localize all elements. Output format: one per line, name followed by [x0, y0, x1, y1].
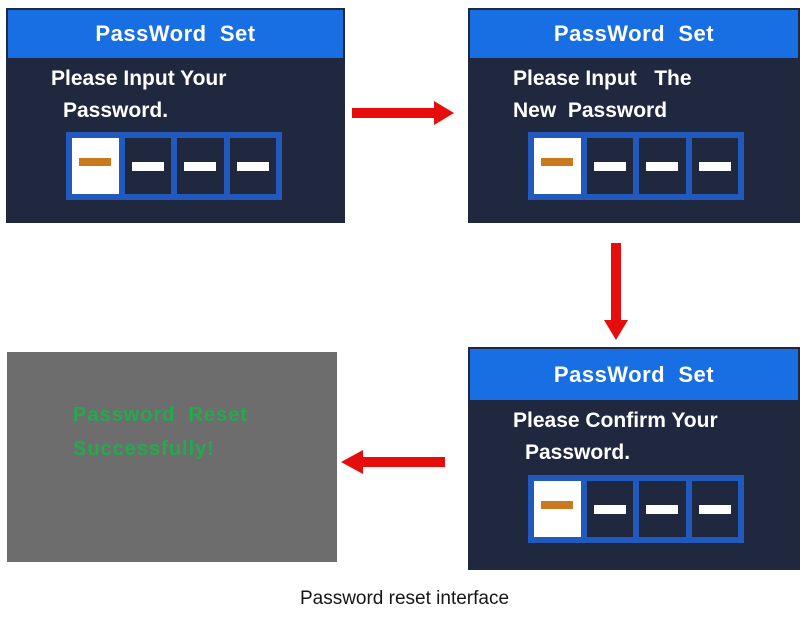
prompt-line-1: Please Input The: [513, 67, 692, 90]
prompt-line-2: Password.: [525, 441, 631, 464]
password-boxes: [528, 132, 744, 200]
screen-input-new-password: PassWord Set Please Input The New Passwo…: [468, 8, 800, 223]
password-cell-active: [531, 478, 584, 540]
cursor-dash-icon: [541, 501, 574, 509]
flow-arrow-left-icon: [341, 450, 445, 474]
password-cell: [583, 478, 636, 540]
success-message-line-2: Successfully!: [73, 438, 215, 460]
dash-icon: [593, 161, 626, 171]
password-cell-active: [531, 135, 584, 197]
screen-title: PassWord Set: [95, 21, 256, 46]
dash-icon: [131, 161, 164, 171]
figure-caption: Password reset interface: [299, 588, 510, 609]
password-cell: [174, 135, 227, 197]
dash-icon: [646, 504, 679, 514]
prompt-line-2: Password.: [63, 99, 169, 122]
password-boxes: [66, 132, 282, 200]
title-bar: PassWord Set: [470, 10, 798, 58]
dash-icon: [184, 161, 217, 171]
password-cell-active: [69, 135, 122, 197]
screen-input-current-password: PassWord Set Please Input Your Password.: [6, 8, 345, 223]
cursor-dash-icon: [79, 158, 112, 166]
password-boxes: [528, 475, 744, 543]
title-bar: PassWord Set: [8, 10, 343, 58]
password-cell: [121, 135, 174, 197]
dash-icon: [698, 161, 731, 171]
password-cell: [636, 135, 689, 197]
success-message-line-1: Password Reset: [73, 404, 249, 426]
screen-title: PassWord Set: [553, 21, 715, 46]
password-cell: [226, 135, 279, 197]
password-cell: [583, 135, 636, 197]
dash-icon: [646, 161, 679, 171]
flow-arrow-down-icon: [604, 243, 628, 340]
screen-title: PassWord Set: [553, 361, 715, 387]
flow-arrow-right-icon: [352, 101, 454, 125]
screen-reset-success: Password Reset Successfully!: [7, 352, 337, 562]
prompt-line-2: New Password: [513, 99, 668, 122]
screen-confirm-password: PassWord Set Please Confirm Your Passwor…: [468, 347, 800, 570]
password-cell: [636, 478, 689, 540]
dash-icon: [593, 504, 626, 514]
dash-icon: [698, 504, 731, 514]
password-cell: [688, 478, 741, 540]
title-bar: PassWord Set: [470, 349, 798, 400]
password-cell: [688, 135, 741, 197]
cursor-dash-icon: [541, 158, 574, 166]
prompt-line-1: Please Input Your: [51, 67, 227, 90]
dash-icon: [236, 161, 269, 171]
prompt-line-1: Please Confirm Your: [513, 409, 718, 432]
